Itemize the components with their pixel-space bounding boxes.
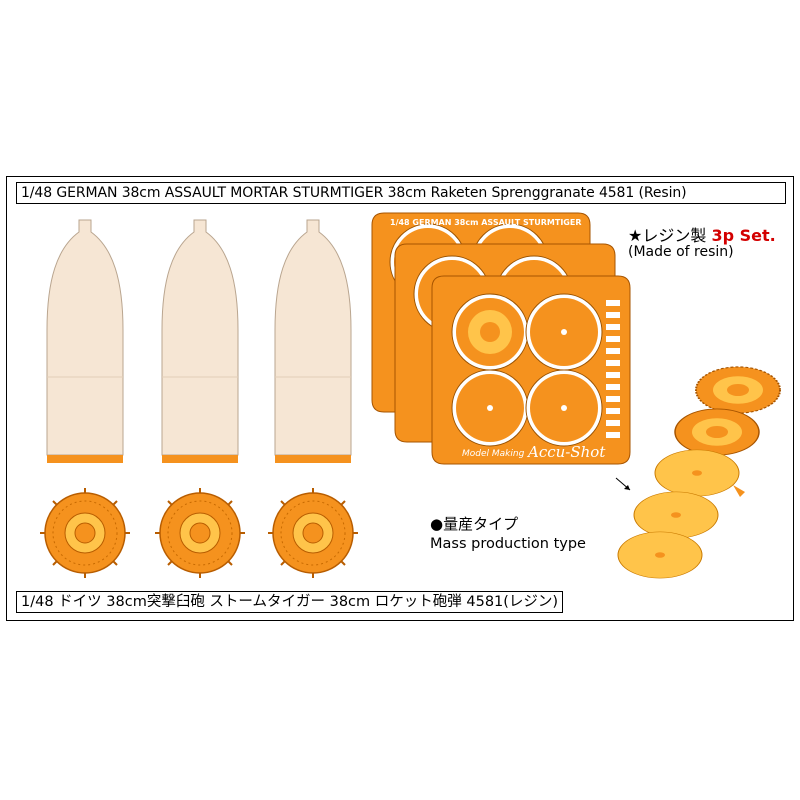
base-disc-1 (40, 488, 130, 578)
resin-shell-2 (161, 219, 239, 464)
fret-brand-logo: Accu-Shot (528, 443, 606, 461)
resin-shell-3 (274, 219, 352, 464)
product-title-english: 1/48 GERMAN 38cm ASSAULT MORTAR STURMTIG… (16, 182, 786, 204)
mass-production-jp-label: ●量産タイプ (430, 515, 519, 533)
mass-production-en-label: Mass production type (430, 536, 586, 552)
resin-set-star-label: ★レジン製 (628, 226, 712, 245)
fret-header-text: 1/48 GERMAN 38cm ASSAULT STURMTIGER (390, 218, 582, 227)
product-frame (6, 176, 794, 621)
product-title-japanese: 1/48 ドイツ 38cm突撃臼砲 ストームタイガー 38cm ロケット砲弾 4… (16, 591, 564, 613)
exploded-assembly (615, 366, 781, 579)
fret-brand-small: Model Making (462, 449, 525, 459)
resin-set-sublabel: (Made of resin) (628, 244, 734, 260)
etched-fret-front (431, 275, 631, 465)
resin-set-count: 3p Set. (711, 226, 776, 245)
resin-shell-1 (46, 219, 124, 464)
resin-set-label: ★レジン製 3p Set. (628, 222, 776, 246)
base-disc-2 (155, 488, 245, 578)
base-disc-3 (268, 488, 358, 578)
